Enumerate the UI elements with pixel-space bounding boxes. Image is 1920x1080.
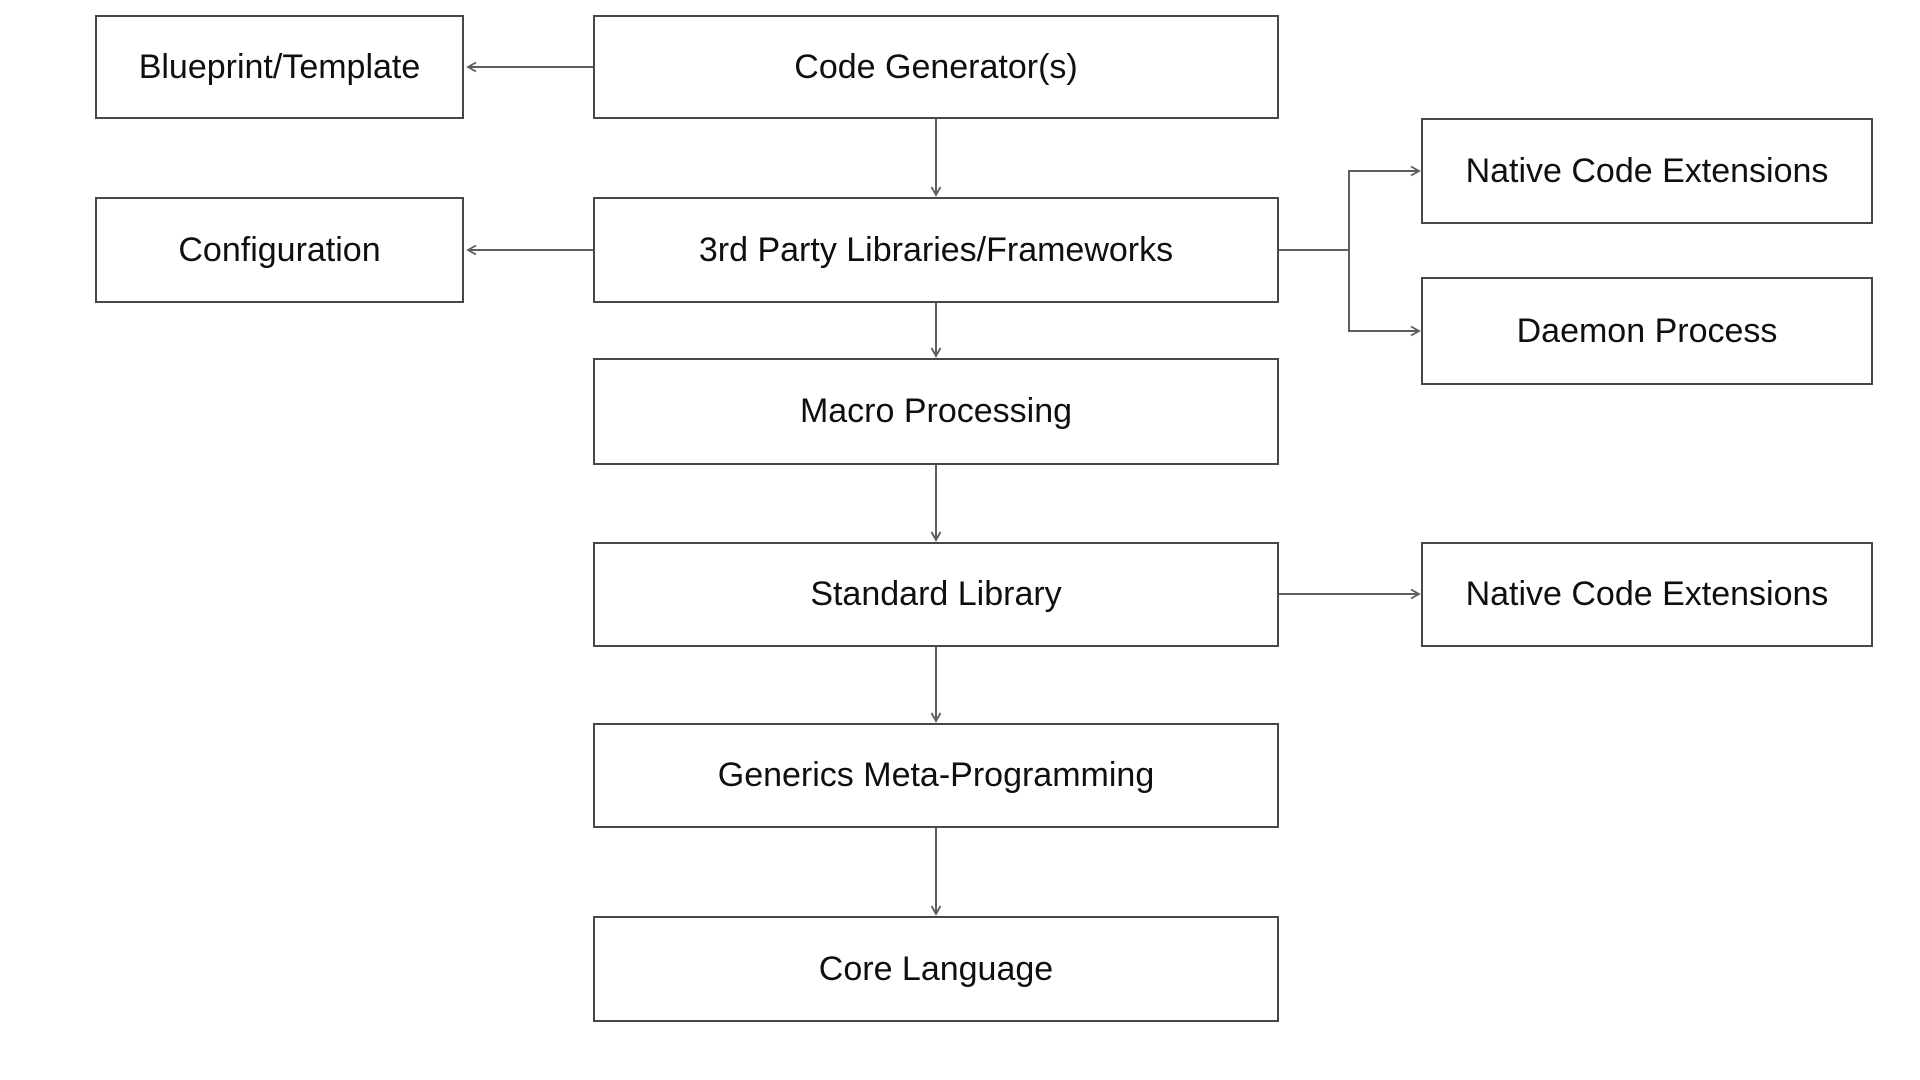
node-label: Blueprint/Template bbox=[138, 47, 421, 86]
connector-branch-to-daemon-process bbox=[1348, 250, 1421, 337]
node-daemon-process: Daemon Process bbox=[1421, 277, 1873, 385]
node-generics-meta-programming: Generics Meta-Programming bbox=[593, 723, 1279, 828]
node-label: 3rd Party Libraries/Frameworks bbox=[698, 230, 1174, 269]
node-native-code-extensions-bottom: Native Code Extensions bbox=[1421, 542, 1873, 647]
node-label: Generics Meta-Programming bbox=[717, 756, 1155, 795]
node-macro-processing: Macro Processing bbox=[593, 358, 1279, 465]
node-label: Standard Library bbox=[810, 575, 1062, 614]
node-blueprint-template: Blueprint/Template bbox=[95, 15, 464, 119]
connector-branch-to-native-code-extensions-top bbox=[1348, 165, 1421, 250]
node-code-generators: Code Generator(s) bbox=[593, 15, 1279, 119]
node-configuration: Configuration bbox=[95, 197, 464, 303]
node-label: Code Generator(s) bbox=[794, 47, 1078, 86]
node-label: Macro Processing bbox=[799, 392, 1073, 431]
node-third-party-libraries: 3rd Party Libraries/Frameworks bbox=[593, 197, 1279, 303]
node-label: Configuration bbox=[178, 230, 381, 269]
node-core-language: Core Language bbox=[593, 916, 1279, 1022]
node-label: Native Code Extensions bbox=[1465, 151, 1829, 190]
node-standard-library: Standard Library bbox=[593, 542, 1279, 647]
node-label: Native Code Extensions bbox=[1465, 575, 1829, 614]
node-label: Core Language bbox=[818, 949, 1054, 988]
node-label: Daemon Process bbox=[1516, 311, 1778, 350]
node-native-code-extensions-top: Native Code Extensions bbox=[1421, 118, 1873, 224]
